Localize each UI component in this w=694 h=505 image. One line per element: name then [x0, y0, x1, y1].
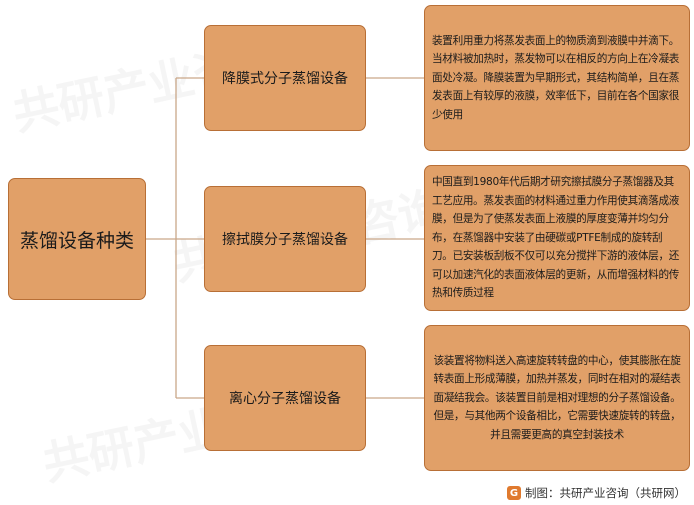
root-label: 蒸馏设备种类	[19, 229, 134, 252]
description-wiped-film: 中国直到1980年代后期才研究擦拭膜分子蒸馏器及其工艺应用。蒸发表面的材料通过重…	[424, 165, 690, 311]
root-node: 蒸馏设备种类	[8, 178, 146, 300]
type-node-centrifugal: 离心分子蒸馏设备	[204, 345, 366, 451]
type-label: 离心分子蒸馏设备	[229, 391, 341, 407]
description-centrifugal: 该装置将物料送入高速旋转转盘的中心，使其膨胀在旋转表面上形成薄膜，加热并蒸发，同…	[424, 325, 690, 471]
description-falling-film: 装置利用重力将蒸发表面上的物质滴到液膜中并滴下。当材料被加热时，蒸发物可以在相反…	[424, 5, 690, 151]
type-node-falling-film: 降膜式分子蒸馏设备	[204, 25, 366, 131]
type-node-wiped-film: 擦拭膜分子蒸馏设备	[204, 186, 366, 292]
brand-logo-icon: G	[507, 486, 521, 500]
source-credit: G 制图：共研产业咨询（共研网）	[507, 485, 686, 501]
source-text: 制图：共研产业咨询（共研网）	[525, 486, 686, 500]
description-text: 装置利用重力将蒸发表面上的物质滴到液膜中并滴下。当材料被加热时，蒸发物可以在相反…	[432, 34, 680, 121]
description-text: 该装置将物料送入高速旋转转盘的中心，使其膨胀在旋转表面上形成薄膜，加热并蒸发，同…	[433, 354, 681, 441]
type-label: 降膜式分子蒸馏设备	[222, 71, 348, 87]
description-text: 中国直到1980年代后期才研究擦拭膜分子蒸馏器及其工艺应用。蒸发表面的材料通过重…	[432, 176, 680, 300]
type-label: 擦拭膜分子蒸馏设备	[222, 232, 348, 248]
